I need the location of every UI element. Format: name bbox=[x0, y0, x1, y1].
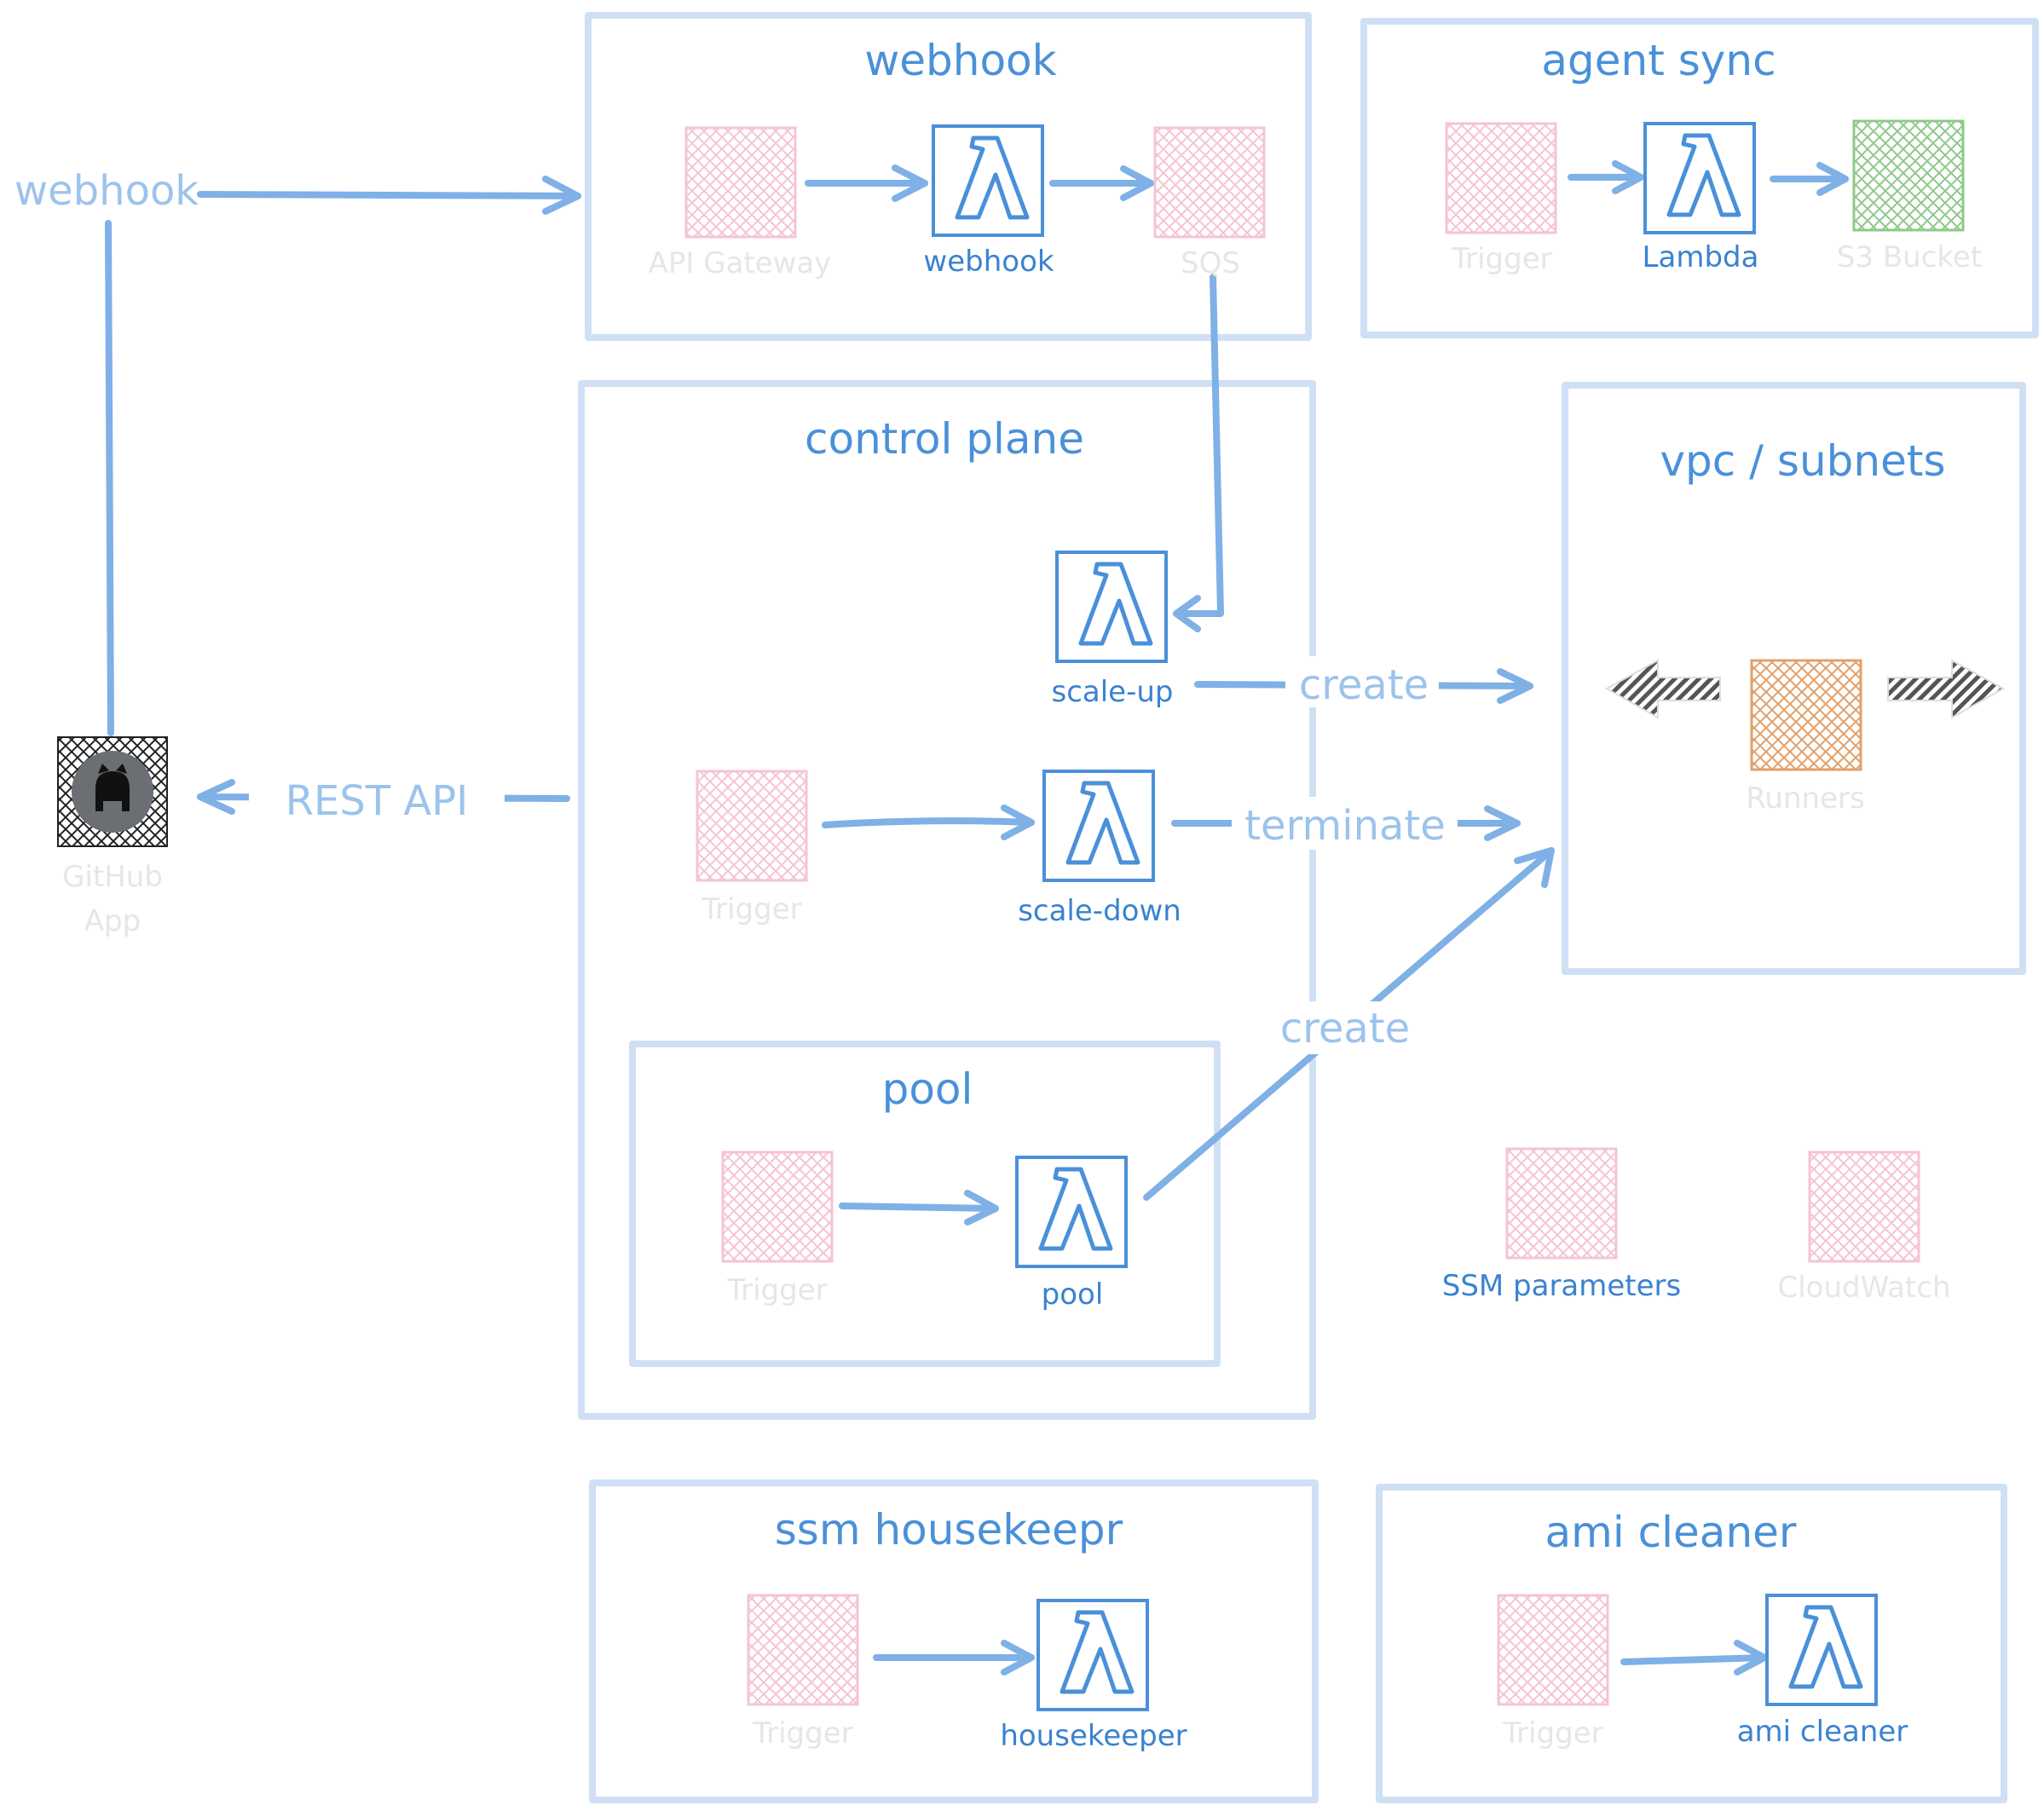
trigger-icon bbox=[684, 126, 797, 239]
arrow-right-icon bbox=[1887, 659, 2006, 719]
group-agent-sync: agent sync bbox=[1360, 18, 2039, 338]
edge-webhook: webhook bbox=[14, 167, 581, 736]
node-ami-cleaner: ami cleaner bbox=[1737, 1594, 1908, 1749]
node-scale-up: scale-up bbox=[1051, 551, 1174, 709]
node-pool-trigger: Trigger bbox=[721, 1151, 834, 1307]
trigger-icon bbox=[721, 1151, 834, 1263]
group-agent-sync-title: agent sync bbox=[1541, 36, 1776, 85]
edge-terminate-label: terminate bbox=[1244, 802, 1446, 850]
node-scaledown-trigger-label: Trigger bbox=[701, 892, 801, 926]
node-agent-trigger-label: Trigger bbox=[1451, 242, 1551, 276]
node-github-app: GitHub App bbox=[57, 736, 168, 938]
edge-agent-lambda-to-s3 bbox=[1770, 162, 1849, 196]
node-pool-label: pool bbox=[1042, 1278, 1104, 1312]
edge-rest-api: REST API bbox=[197, 771, 570, 826]
ssm-parameters-icon bbox=[1505, 1147, 1618, 1260]
node-webhook-lambda: webhook bbox=[923, 124, 1054, 279]
group-control-plane-title: control plane bbox=[805, 414, 1084, 464]
node-s3-bucket: S3 Bucket bbox=[1837, 119, 1982, 274]
edge-apigw-to-webhook bbox=[805, 164, 928, 202]
trigger-icon bbox=[1497, 1594, 1609, 1706]
node-runners-label: Runners bbox=[1746, 781, 1864, 816]
node-agent-trigger: Trigger bbox=[1445, 122, 1557, 276]
edge-webhook-to-sqs bbox=[1049, 165, 1154, 201]
group-ssm-housekeeper-title: ssm housekeepr bbox=[775, 1505, 1123, 1554]
sqs-icon bbox=[1153, 126, 1266, 239]
node-agent-lambda: Lambda bbox=[1643, 122, 1759, 274]
edge-ami-trigger bbox=[1620, 1640, 1768, 1675]
node-sqs: SQS bbox=[1153, 126, 1266, 280]
node-housekeeper-trigger-label: Trigger bbox=[752, 1716, 852, 1750]
arrow-left-icon bbox=[1604, 659, 1721, 719]
group-webhook-title: webhook bbox=[864, 36, 1056, 85]
edge-pool-trigger bbox=[839, 1190, 999, 1226]
edge-pool-create: create bbox=[1143, 847, 1555, 1201]
group-vpc-subnets: vpc / subnets bbox=[1562, 382, 2026, 975]
group-ssm-housekeeper: ssm housekeepr bbox=[589, 1479, 1319, 1803]
node-ami-trigger-label: Trigger bbox=[1502, 1716, 1602, 1750]
edge-create-label: create bbox=[1299, 661, 1429, 709]
node-scale-down-label: scale-down bbox=[1018, 894, 1181, 928]
edge-agent-trigger-to-lambda bbox=[1568, 160, 1644, 194]
trigger-icon bbox=[696, 770, 808, 882]
node-webhook-label: webhook bbox=[923, 245, 1054, 279]
node-ssm-parameters: SSM parameters bbox=[1442, 1147, 1682, 1303]
edge-rest-api-label: REST API bbox=[286, 777, 469, 825]
node-s3-label: S3 Bucket bbox=[1837, 240, 1982, 274]
node-housekeeper-trigger: Trigger bbox=[747, 1594, 859, 1750]
group-pool: pool bbox=[629, 1041, 1221, 1367]
group-vpc-title: vpc / subnets bbox=[1660, 436, 1945, 486]
node-cloudwatch: CloudWatch bbox=[1778, 1151, 1951, 1305]
edge-webhook-label: webhook bbox=[14, 167, 199, 215]
node-sqs-label: SQS bbox=[1181, 246, 1240, 280]
trigger-icon bbox=[747, 1594, 859, 1706]
group-ami-cleaner: ami cleaner bbox=[1376, 1484, 2007, 1803]
group-ami-cleaner-title: ami cleaner bbox=[1545, 1508, 1797, 1557]
cloudwatch-icon bbox=[1808, 1151, 1920, 1263]
node-housekeeper-label: housekeeper bbox=[1000, 1719, 1187, 1753]
edge-scaleup-create: create bbox=[1194, 656, 1533, 709]
group-pool-title: pool bbox=[882, 1064, 973, 1114]
node-housekeeper: housekeeper bbox=[1000, 1599, 1187, 1753]
node-agent-lambda-label: Lambda bbox=[1643, 240, 1759, 274]
node-scale-down: scale-down bbox=[1018, 770, 1181, 928]
node-pool-trigger-label: Trigger bbox=[726, 1273, 827, 1307]
node-scale-up-label: scale-up bbox=[1051, 675, 1173, 709]
node-runners: Runners bbox=[1604, 659, 2006, 816]
group-control-plane: control plane bbox=[578, 380, 1316, 1420]
edge-pool-create-label: create bbox=[1280, 1005, 1410, 1053]
runner-icon bbox=[1750, 659, 1862, 771]
edge-scaledown-trigger bbox=[822, 805, 1035, 840]
node-api-gateway-label: API Gateway bbox=[649, 246, 832, 280]
node-github-label-line2: App bbox=[84, 904, 141, 938]
node-ssm-label: SSM parameters bbox=[1442, 1269, 1682, 1303]
node-api-gateway: API Gateway bbox=[649, 126, 832, 280]
node-pool-lambda: pool bbox=[1015, 1156, 1128, 1312]
group-webhook: webhook bbox=[585, 12, 1312, 341]
node-scaledown-trigger: Trigger bbox=[696, 770, 808, 926]
s3-bucket-icon bbox=[1852, 119, 1965, 232]
edge-housekeeper-trigger bbox=[873, 1640, 1035, 1675]
node-ami-trigger: Trigger bbox=[1497, 1594, 1609, 1750]
node-ami-cleaner-label: ami cleaner bbox=[1737, 1715, 1908, 1749]
node-cloudwatch-label: CloudWatch bbox=[1778, 1271, 1951, 1305]
edge-sqs-to-scaleup bbox=[1173, 274, 1224, 632]
trigger-icon bbox=[1445, 122, 1557, 234]
edge-scaledown-terminate: terminate bbox=[1171, 797, 1521, 850]
node-github-label-line1: GitHub bbox=[62, 860, 163, 894]
